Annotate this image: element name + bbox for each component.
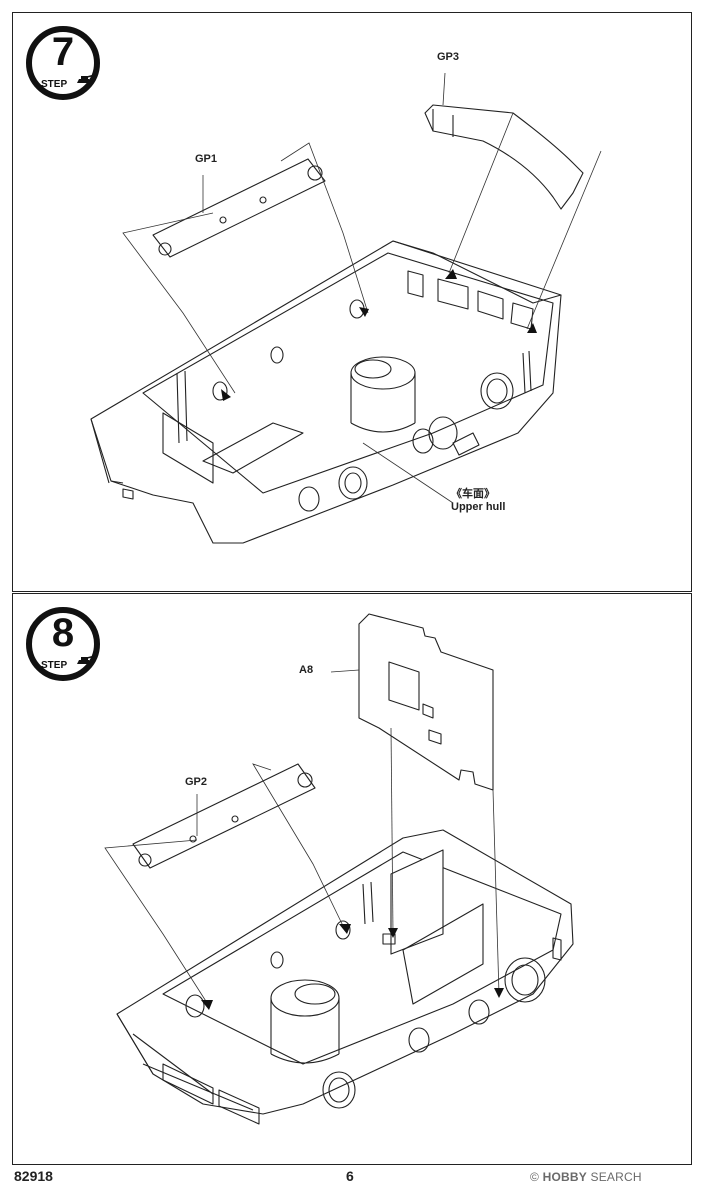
step-badge-ring-icon [26, 607, 100, 681]
step-7-panel: 7 STEP [12, 12, 692, 592]
watermark-logo-text: HOBBY [542, 1170, 587, 1184]
part-label-gp1: GP1 [195, 153, 218, 165]
part-label-a8: A8 [299, 664, 314, 676]
step-8-badge: 8 STEP [25, 606, 101, 682]
assembly-label-chinese: 《车面》 [451, 488, 495, 500]
step-7-badge: 7 STEP [25, 25, 101, 101]
step-8-illustration [104, 613, 574, 1125]
part-label-gp2: GP2 [185, 776, 208, 788]
page-number: 6 [346, 1168, 354, 1184]
copyright-symbol: © [530, 1170, 540, 1184]
step-number: 8 [51, 611, 75, 655]
step-badge-ring-icon [26, 26, 100, 100]
watermark-text: SEARCH [590, 1170, 642, 1184]
step-number: 7 [51, 30, 75, 74]
step-7-illustration [90, 72, 602, 544]
kit-number: 82918 [14, 1168, 53, 1184]
step-label: STEP [41, 79, 68, 90]
hobby-search-watermark: © HOBBY SEARCH [530, 1170, 642, 1184]
step-8-panel: 8 STEP [12, 593, 692, 1165]
assembly-label-english: Upper hull [451, 501, 506, 513]
part-label-gp3: GP3 [437, 51, 460, 63]
step-label: STEP [41, 660, 68, 671]
